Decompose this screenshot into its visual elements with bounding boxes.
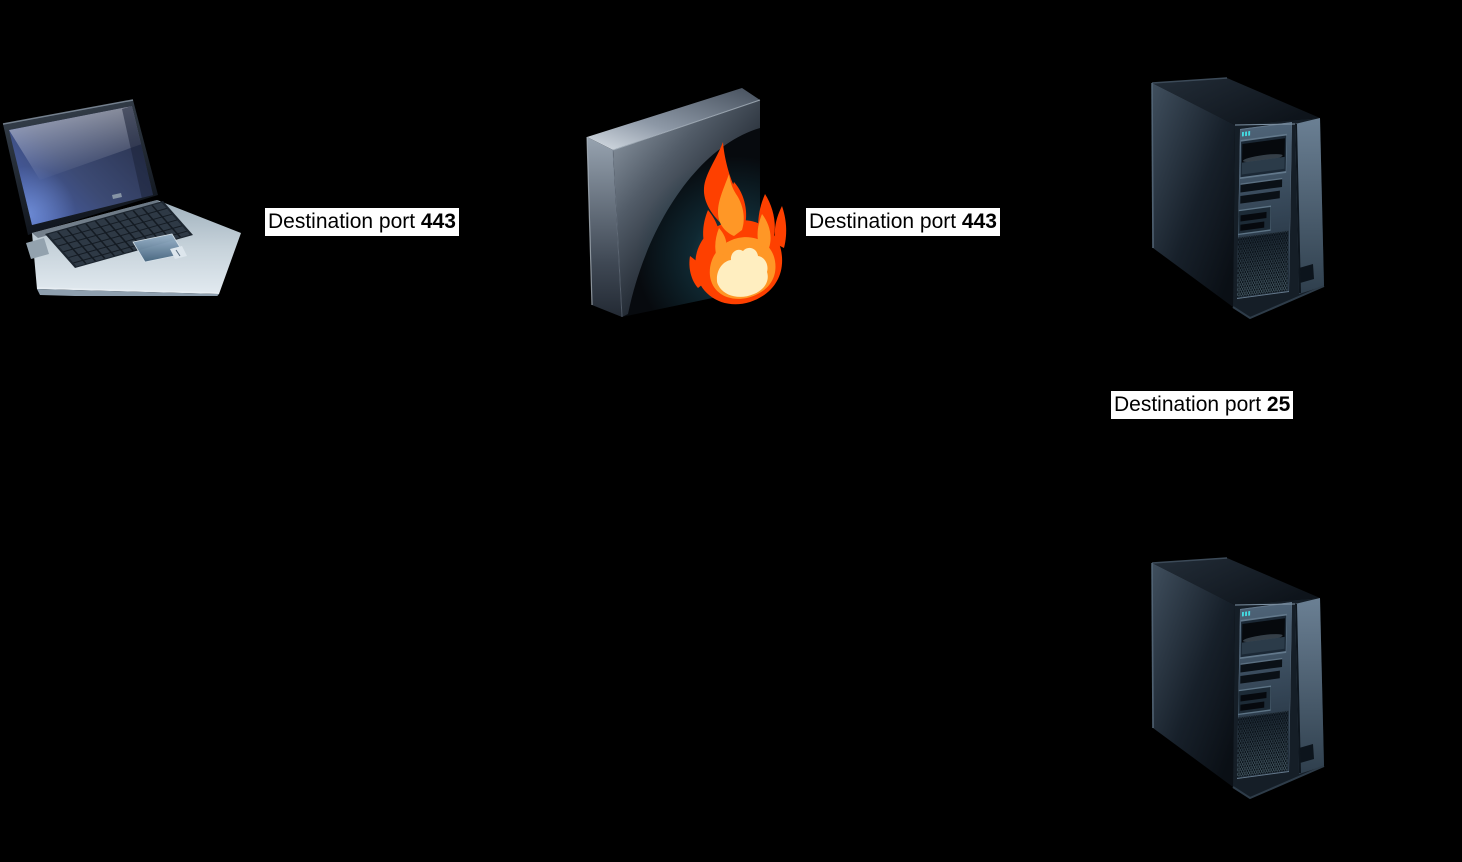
server-icon-bottom: [1147, 552, 1332, 804]
laptop-icon: [0, 96, 244, 296]
label-port-number: 443: [961, 210, 997, 233]
label-text: Destination port: [268, 210, 421, 233]
label-port-number: 25: [1266, 393, 1291, 416]
firewall-top-face: [587, 88, 760, 150]
label-destination-port-443-left: Destination port 443: [265, 208, 459, 236]
laptop-touchpad: [132, 233, 187, 263]
label-port-number: 443: [420, 210, 456, 233]
label-destination-port-443-right: Destination port 443: [806, 208, 1000, 236]
server-icon-top: [1147, 72, 1332, 324]
label-destination-port-25: Destination port 25: [1111, 391, 1294, 419]
firewall-side-face: [587, 137, 622, 317]
laptop-keyboard: [45, 200, 194, 269]
label-text: Destination port: [1114, 393, 1267, 416]
firewall-icon: [578, 76, 788, 328]
label-text: Destination port: [809, 210, 962, 233]
flame-icon: [689, 142, 787, 305]
